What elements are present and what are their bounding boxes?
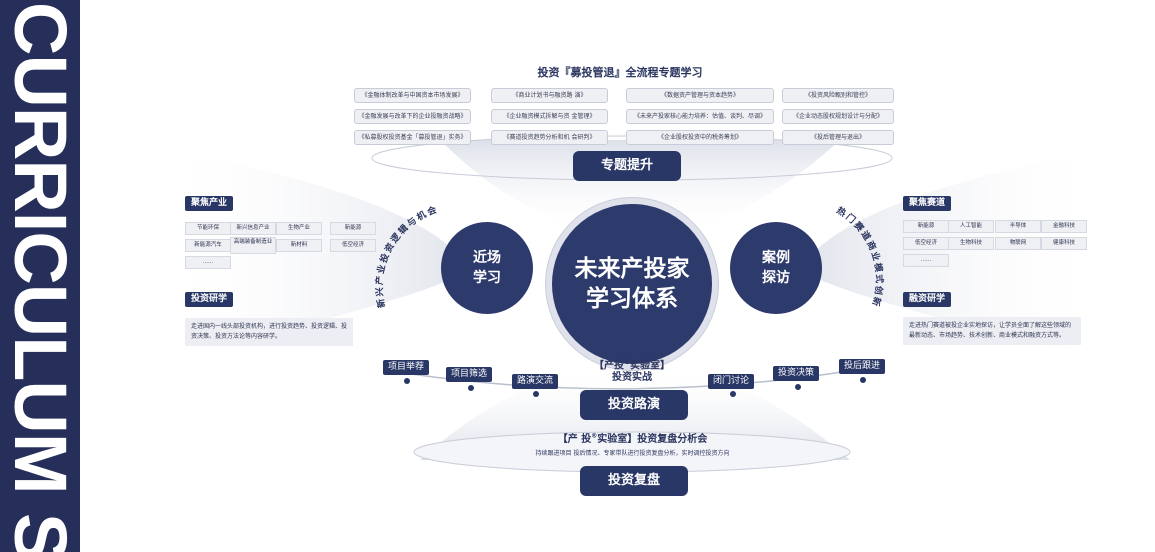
stage-dot (860, 377, 866, 383)
track-chip: 物联网 (995, 237, 1041, 250)
course-item: 《赛道投资趋势分析和机 会研判》 (491, 130, 608, 145)
right-circle: 案例 探访 (730, 222, 822, 314)
left-circle: 近场 学习 (441, 222, 533, 314)
review-pill: 投资复盘 (580, 466, 688, 496)
course-item: 《商业计划书与融资路 演》 (491, 88, 608, 103)
topic-pill: 专题提升 (573, 151, 681, 181)
stage-label: 路演交流 (512, 374, 559, 389)
right-research-header: 融资研学 (903, 292, 952, 307)
review-desc: 持续跟进项目 投后情况、专家带队进行投资复盘分析，实时调控投资方向 (535, 450, 730, 457)
left-industry-header: 聚焦产业 (185, 196, 234, 211)
industry-chip: 低空经济 (330, 239, 376, 252)
right-track-header: 聚焦赛道 (903, 196, 952, 211)
course-item: 《金融发展与改革下的企业投融资战略》 (354, 109, 471, 124)
left-research-header: 投资研学 (185, 292, 234, 307)
course-item: 《数据资产管理与资本趋势》 (626, 88, 774, 103)
right-research-desc: 走进热门赛道被投企业实地探访，让学员全面了解这些领域的最新动态、市场趋势、技术创… (903, 317, 1081, 345)
left-circle-line-1: 近场 (473, 250, 501, 266)
stage-dot (533, 391, 539, 397)
stage-dot (730, 391, 736, 397)
stage-label: 投后跟进 (839, 359, 886, 374)
stage-dot (468, 385, 474, 391)
industry-chip: 新兴信息产业 (230, 222, 276, 235)
side-band: CURRICULUM SYSTEM (0, 0, 80, 552)
industry-chip: 新材料 (276, 239, 322, 252)
track-chip: 新能源 (903, 220, 949, 233)
industry-chip: 节能环保 (185, 222, 231, 235)
industry-chip: 新能源汽车 (185, 239, 231, 252)
page-title: 投资『募投管退』全流程专题学习 (537, 66, 703, 79)
stage-label: 闭门讨论 (708, 374, 755, 389)
right-circle-line-1: 案例 (762, 250, 790, 266)
course-item: 《投资风险甄别和管控》 (782, 88, 894, 103)
industry-chip: 新能源 (330, 222, 376, 235)
track-chip: 人工智能 (948, 220, 994, 233)
track-chip: 低空经济 (903, 237, 949, 250)
center-line-2: 学习体系 (586, 286, 678, 312)
right-arc-text: 热门赛道商业模式创新及发展研学 (0, 0, 885, 309)
lab-label: 【产投®实验室】 投资实战 (594, 359, 670, 384)
track-more: ...... (903, 254, 949, 267)
stage-label: 项目举荐 (383, 360, 430, 375)
course-item: 《企业动态股权规划设计与分配》 (782, 109, 894, 124)
stage-dot (404, 378, 410, 384)
stage-label: 投资决策 (773, 366, 820, 381)
track-chip: 生物科技 (948, 237, 994, 250)
industry-more: ...... (185, 256, 231, 269)
track-chip: 金融科技 (1041, 220, 1087, 233)
course-item: 《投后管理与退出》 (782, 130, 894, 145)
left-research-desc: 走进国内一线头部投资机构，进行投资趋势、投资逻辑、投资决策、投资方法论等内容研学… (185, 318, 353, 346)
stage-label: 项目筛选 (446, 367, 493, 382)
course-item: 《金融体制改革与中国资本市场发展》 (354, 88, 471, 103)
center-circle: 未来产投家 学习体系 (546, 198, 718, 370)
roadshow-pill: 投资路演 (580, 390, 688, 420)
review-title: 【产 投®实验室】投资复盘分析会 (557, 432, 708, 445)
left-circle-line-2: 学习 (473, 270, 501, 286)
center-line-1: 未来产投家 (574, 256, 690, 282)
right-circle-line-2: 探访 (762, 270, 790, 286)
stage-dot (795, 384, 801, 390)
industry-chip: 生物产业 (276, 222, 322, 235)
course-item: 《未来产投家核心能力培养：估值、谈判、尽调》 (626, 109, 774, 124)
course-item: 《私募股权投资基金「募投管退」实务》 (354, 130, 471, 145)
track-chip: 健康科技 (1041, 237, 1087, 250)
course-item: 《企业融资模式拆解与资 金管理》 (491, 109, 608, 124)
course-item: 《企业股权投资中的税务筹划》 (626, 130, 774, 145)
track-chip: 半导体 (995, 220, 1041, 233)
industry-chip: 高端装备制造业 (230, 237, 276, 254)
